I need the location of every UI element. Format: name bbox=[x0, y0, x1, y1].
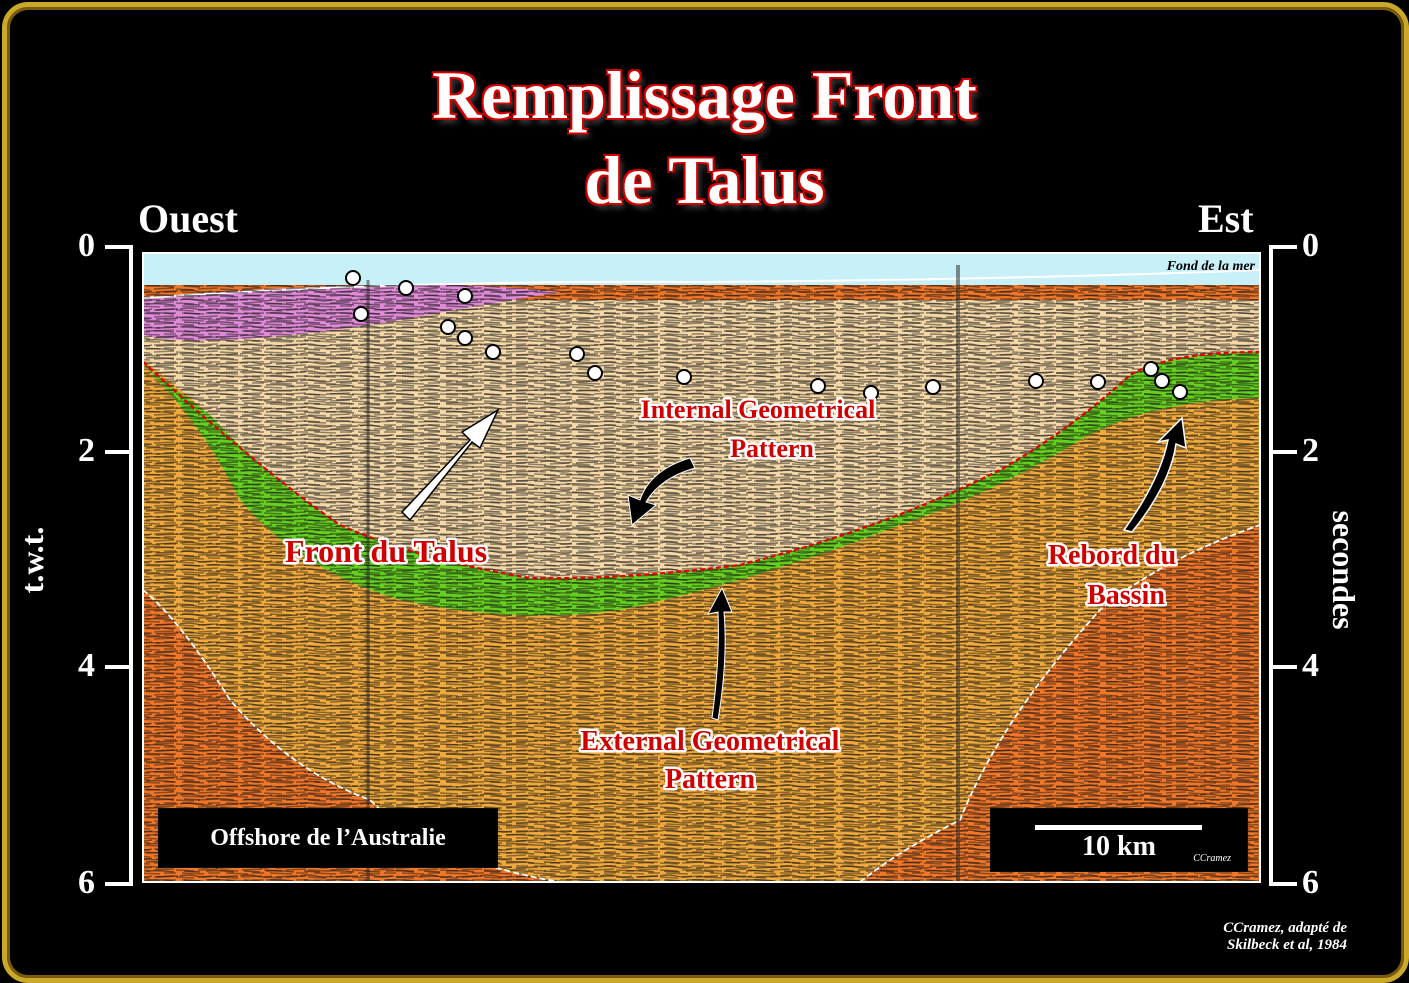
rebord-label-2: Bassin bbox=[1087, 580, 1165, 611]
direction-west: Ouest bbox=[138, 196, 238, 241]
scale-bar bbox=[1035, 825, 1202, 830]
location-label: Offshore de l’Australie bbox=[210, 825, 446, 851]
left-tick-0: 0 bbox=[78, 227, 95, 264]
direction-east: Est bbox=[1198, 196, 1254, 241]
left-tick-2: 2 bbox=[78, 432, 95, 469]
right-tick-6: 6 bbox=[1302, 864, 1319, 901]
scale-box: 10 km CCramez bbox=[990, 808, 1248, 872]
title-line-1: Remplissage Front bbox=[432, 57, 977, 133]
internal-arrow bbox=[627, 457, 696, 526]
location-box: Offshore de l’Australie bbox=[158, 808, 498, 868]
left-tick-4: 4 bbox=[78, 647, 95, 684]
rebord-arrow bbox=[1122, 416, 1187, 533]
left-axis-label: t.w.t. bbox=[14, 526, 50, 594]
left-tick-6: 6 bbox=[78, 864, 95, 901]
internal-pattern-label-2: Pattern bbox=[730, 434, 814, 463]
termination-markers bbox=[345, 270, 1188, 401]
scale-author-tag: CCramez bbox=[1193, 853, 1231, 864]
credit: CCramez, adapté de Skilbeck et al, 1984 bbox=[1223, 920, 1347, 954]
credit-line-2: Skilbeck et al, 1984 bbox=[1227, 937, 1347, 953]
external-arrow bbox=[707, 586, 733, 721]
seafloor-label: Fond de la mer bbox=[1166, 259, 1256, 274]
rebord-label-1: Rebord du bbox=[1048, 540, 1176, 571]
external-pattern-label-2: Pattern bbox=[665, 764, 756, 795]
front-arrow bbox=[400, 408, 500, 522]
right-axis-label: secondes bbox=[1326, 510, 1362, 630]
title-line-2: de Talus bbox=[584, 142, 825, 218]
right-tick-4: 4 bbox=[1302, 647, 1319, 684]
right-tick-0: 0 bbox=[1302, 227, 1319, 264]
scale-label: 10 km bbox=[1082, 831, 1156, 862]
front-talus-label: Front du Talus bbox=[285, 533, 487, 569]
credit-line-1: CCramez, adapté de bbox=[1223, 920, 1347, 936]
internal-pattern-label-1: Internal Geometrical bbox=[641, 395, 876, 424]
right-tick-2: 2 bbox=[1302, 432, 1319, 469]
axis-ticks bbox=[105, 245, 1297, 886]
external-pattern-label-1: External Geometrical bbox=[581, 726, 840, 757]
